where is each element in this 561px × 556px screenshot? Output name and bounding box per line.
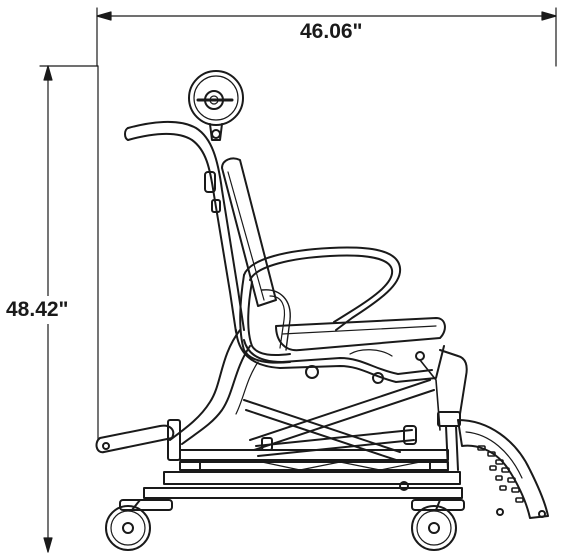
rear-anti-tip-bar — [95, 419, 181, 461]
rear-caster-wheel — [105, 499, 151, 551]
seat-cushion — [275, 317, 446, 352]
width-dimension-line — [96, 7, 557, 67]
push-handle — [124, 120, 245, 333]
height-dimension-label: 48.42" — [6, 296, 69, 324]
lower-frame — [163, 449, 461, 485]
footrest-plate — [457, 419, 549, 519]
backrest — [221, 157, 277, 307]
base-rail — [119, 481, 465, 511]
armrest — [239, 246, 402, 364]
footrest-perforations — [477, 445, 524, 503]
height-dimension-line — [39, 65, 99, 553]
rear-frame-curve — [169, 329, 259, 445]
front-caster-wheel — [411, 499, 457, 551]
diagonal-struts — [243, 359, 441, 461]
width-dimension-label: 46.06" — [296, 20, 367, 44]
leg-rest — [437, 349, 468, 471]
headrest — [188, 70, 244, 141]
seat-frame — [235, 329, 445, 384]
